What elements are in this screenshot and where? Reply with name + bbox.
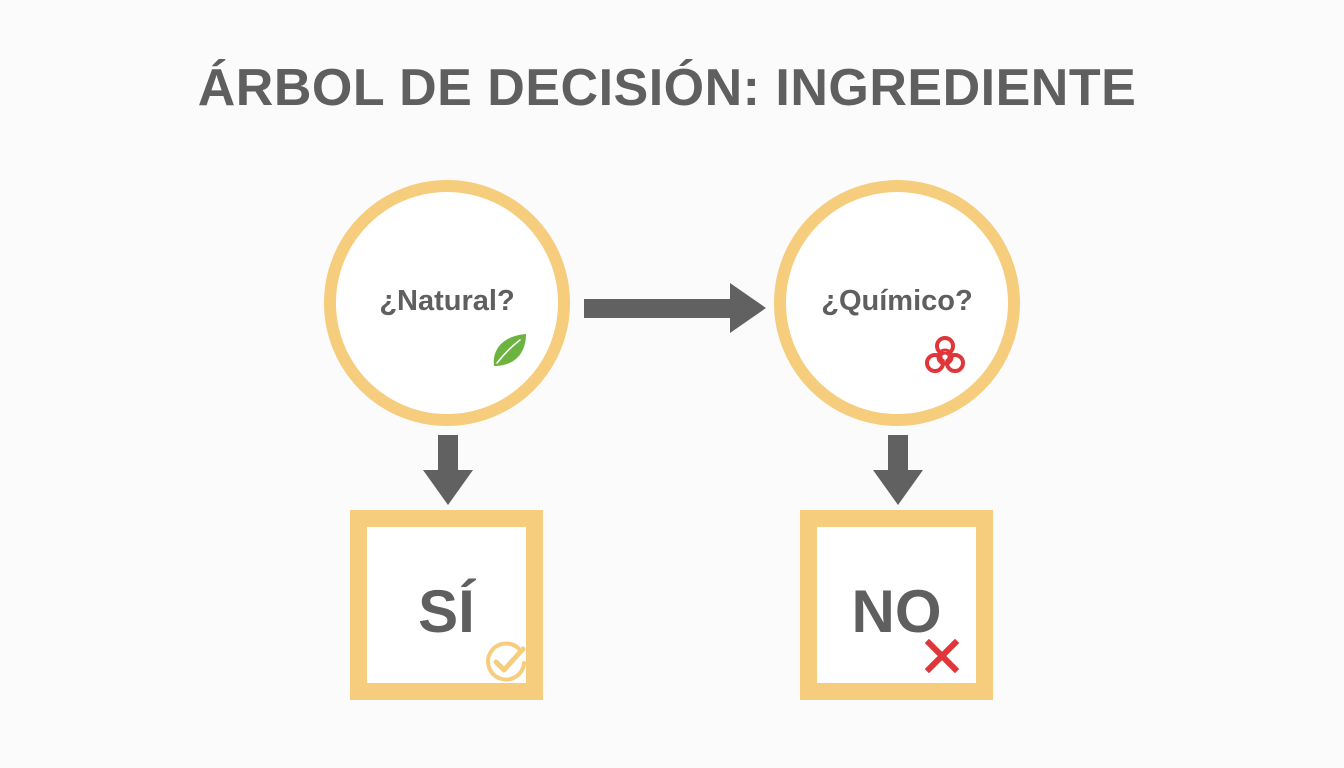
yes-outcome-label: SÍ [418,578,475,645]
arrow-down-icon [423,435,473,505]
chemical-question-node: ¿Químico? [774,180,1020,426]
arrow-right-icon [584,283,766,333]
check-circle-icon [481,637,531,692]
leaf-icon [490,330,530,375]
no-outcome-box: NO [800,510,993,700]
natural-question-label: ¿Natural? [379,285,515,317]
biohazard-icon [922,334,968,383]
chemical-question-label: ¿Químico? [821,285,973,317]
no-outcome-label: NO [851,578,942,645]
arrow-down-icon [873,435,923,505]
yes-outcome-box: SÍ [350,510,543,700]
natural-question-node: ¿Natural? [324,180,570,426]
x-mark-icon [924,638,960,678]
diagram-title: ÁRBOL DE DECISIÓN: INGREDIENTE [197,59,1137,117]
